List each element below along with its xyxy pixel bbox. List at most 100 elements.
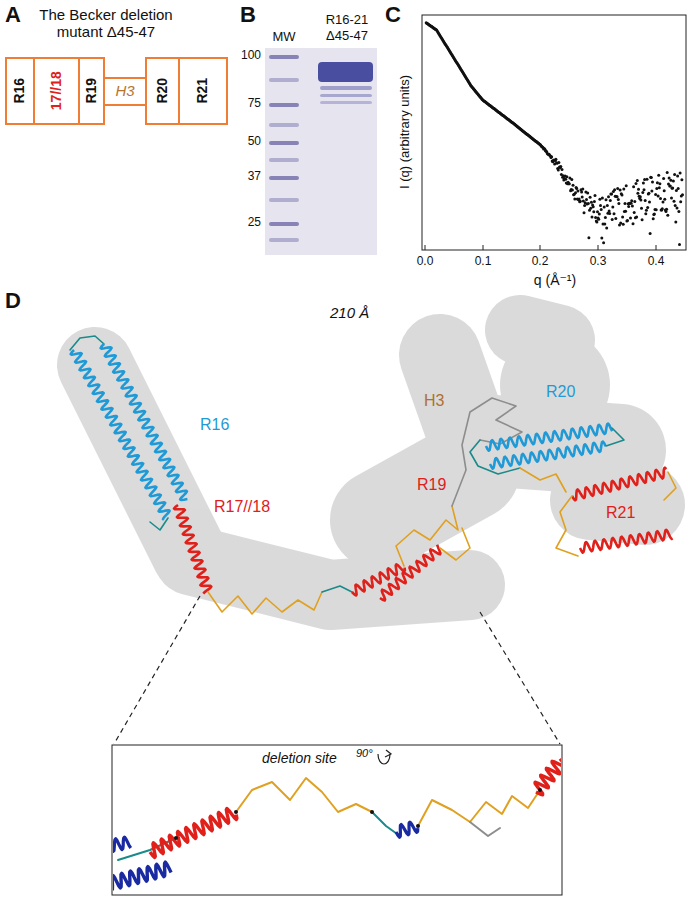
data-point (576, 189, 579, 192)
loop-coil (452, 398, 522, 506)
loop-coil (556, 496, 578, 556)
figure-label: 75 (248, 97, 261, 111)
data-point (641, 191, 644, 194)
alpha-helix (535, 759, 561, 795)
figure-label: R21 (606, 504, 635, 522)
data-point (603, 222, 606, 225)
data-point (603, 206, 606, 209)
data-point (565, 175, 568, 178)
axis-ticks (425, 245, 656, 250)
figure-label: R16 (200, 416, 229, 434)
data-point (613, 188, 616, 191)
ladder-band (269, 78, 299, 82)
data-point (599, 204, 602, 207)
figure-label: R16-21 (326, 13, 369, 28)
data-point (648, 201, 651, 204)
data-point (631, 205, 634, 208)
data-point (627, 205, 630, 208)
data-point (602, 241, 605, 244)
ladder-band (269, 176, 299, 180)
data-point (635, 215, 638, 218)
data-point (595, 221, 598, 224)
alpha-helix (380, 545, 440, 601)
panel-letter: D (5, 288, 21, 313)
data-point (681, 193, 684, 196)
alpha-helix (572, 468, 666, 501)
data-point (679, 171, 682, 174)
data-point (671, 186, 674, 189)
data-point (615, 195, 618, 198)
data-point (593, 200, 596, 203)
data-point (578, 200, 581, 203)
saxs-envelope (95, 330, 645, 595)
saxs-data-points (425, 21, 684, 246)
data-point (617, 202, 620, 205)
data-point (586, 192, 589, 195)
data-point (639, 199, 642, 202)
data-point (652, 217, 655, 220)
alpha-helix (580, 530, 673, 553)
data-point (600, 237, 603, 240)
data-point (592, 210, 595, 213)
ladder-band (269, 123, 299, 127)
junction-dot (416, 824, 420, 828)
data-point (668, 176, 671, 179)
alpha-helix (150, 809, 237, 858)
figure-label: 37 (248, 170, 261, 184)
data-point (663, 198, 666, 201)
data-point (646, 206, 649, 209)
data-point (674, 221, 677, 224)
figure-label: MW (272, 30, 295, 45)
data-point (583, 211, 586, 214)
zoom-leader-line (480, 612, 560, 744)
data-point (649, 176, 652, 179)
data-point (581, 196, 584, 199)
domain-name: R16 (12, 78, 27, 104)
data-point (625, 219, 628, 222)
data-point (650, 176, 653, 179)
data-point (650, 190, 653, 193)
data-point (645, 209, 648, 212)
data-point (574, 191, 577, 194)
data-point (643, 188, 646, 191)
alpha-helix (174, 505, 211, 594)
data-point (658, 182, 661, 185)
data-point (629, 217, 632, 220)
data-point (590, 201, 593, 204)
data-point (591, 215, 594, 218)
protein-band (318, 62, 373, 82)
data-point (669, 179, 672, 182)
data-point (604, 216, 607, 219)
figure-label: 100 (241, 49, 261, 63)
data-point (619, 189, 622, 192)
loop-coil (470, 822, 500, 836)
data-point (589, 196, 592, 199)
figure-label: 25 (248, 216, 261, 230)
data-point (640, 207, 643, 210)
figure-label: I (q) (arbitrary units) (398, 75, 413, 189)
data-point (564, 178, 567, 181)
protein-band (320, 101, 372, 104)
junction-dot (234, 810, 238, 814)
figure-label: 0.2 (532, 255, 549, 269)
data-point (611, 205, 614, 208)
data-point (616, 195, 619, 198)
data-point (672, 179, 675, 182)
data-point (676, 174, 679, 177)
loop-coil (236, 778, 372, 812)
data-point (679, 200, 682, 203)
data-point (653, 213, 656, 216)
data-point (641, 218, 644, 221)
data-point (666, 171, 669, 174)
data-point (632, 185, 635, 188)
domain-box: H3 (105, 77, 145, 106)
data-point (663, 189, 666, 192)
data-point (608, 212, 611, 215)
data-point (589, 207, 592, 210)
domain-box: R16 (5, 57, 35, 125)
data-point (572, 184, 575, 187)
figure-label: q (Å⁻¹) (534, 272, 576, 288)
loop-coil (396, 506, 458, 566)
data-point (621, 216, 624, 219)
